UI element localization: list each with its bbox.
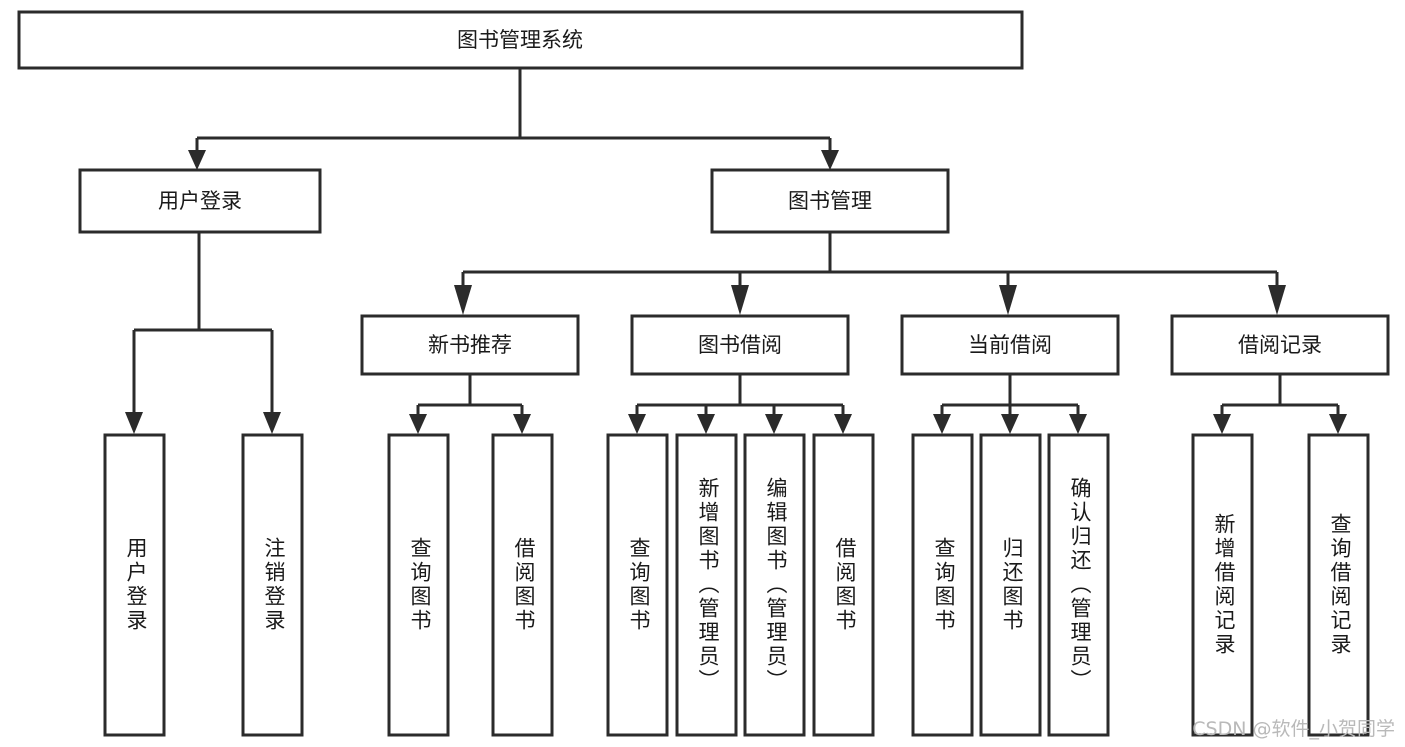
node-new-book-recommend[interactable]: 新书推荐: [360, 314, 580, 376]
node-leaf-query-record-box[interactable]: [1307, 433, 1370, 737]
node-leaf-add-book-label: 新增图书（管理员）: [696, 477, 720, 693]
node-leaf-query-book-1-label: 查询图书: [408, 537, 432, 633]
arrow-head-leaf-query-record: [1329, 414, 1347, 434]
node-leaf-add-record-label: 新增借阅记录: [1212, 513, 1236, 657]
node-leaf-query-book-2[interactable]: 查询图书: [606, 433, 669, 737]
node-book-borrow-label: 图书借阅: [698, 333, 782, 357]
arrow-head-leaf-add-record: [1213, 414, 1231, 434]
node-leaf-query-book-3-label: 查询图书: [932, 537, 956, 633]
node-leaf-borrow-book-1[interactable]: 借阅图书: [491, 433, 554, 737]
node-book-borrow-box[interactable]: [630, 314, 850, 376]
node-leaf-edit-book-box[interactable]: [743, 433, 806, 737]
node-leaf-return-book-label: 归还图书: [1000, 537, 1024, 633]
arrow-head-leaf-edit-book: [765, 414, 783, 434]
node-leaf-borrow-book-2[interactable]: 借阅图书: [812, 433, 875, 737]
connector-layer: [125, 68, 1347, 434]
node-leaf-user-login-label: 用户登录: [124, 537, 148, 633]
node-borrow-record[interactable]: 借阅记录: [1170, 314, 1390, 376]
node-leaf-query-book-3[interactable]: 查询图书: [911, 433, 974, 737]
node-current-borrow-box[interactable]: [900, 314, 1120, 376]
node-leaf-query-record-label: 查询借阅记录: [1328, 513, 1352, 657]
node-leaf-user-login-box[interactable]: [103, 433, 166, 737]
node-leaf-return-book-box[interactable]: [979, 433, 1042, 737]
arrow-head-new-book-recommend: [454, 285, 472, 315]
node-user-login-box[interactable]: [78, 168, 322, 234]
node-current-borrow-label: 当前借阅: [968, 333, 1052, 357]
node-leaf-query-book-2-label: 查询图书: [627, 537, 651, 633]
node-leaf-query-book-1[interactable]: 查询图书: [387, 433, 450, 737]
node-leaf-user-logout-box[interactable]: [241, 433, 304, 737]
arrow-head-leaf-query-book-2: [628, 414, 646, 434]
node-root[interactable]: 图书管理系统: [17, 10, 1024, 70]
arrow-head-leaf-user-login: [125, 412, 143, 434]
node-user-login-label: 用户登录: [158, 189, 242, 213]
arrow-head-leaf-add-book: [697, 414, 715, 434]
node-book-management[interactable]: 图书管理: [710, 168, 950, 234]
node-leaf-query-book-2-box[interactable]: [606, 433, 669, 737]
node-leaf-confirm-return-box[interactable]: [1047, 433, 1110, 737]
node-book-borrow[interactable]: 图书借阅: [630, 314, 850, 376]
arrow-head-book-management: [821, 150, 839, 170]
node-leaf-confirm-return[interactable]: 确认归还（管理员）: [1047, 433, 1110, 737]
node-book-management-label: 图书管理: [788, 189, 872, 213]
node-leaf-borrow-book-1-label: 借阅图书: [512, 537, 536, 633]
node-leaf-query-book-1-box[interactable]: [387, 433, 450, 737]
arrow-head-leaf-confirm-return: [1069, 414, 1087, 434]
arrow-head-borrow-record: [1268, 285, 1286, 315]
node-leaf-query-record[interactable]: 查询借阅记录: [1307, 433, 1370, 737]
arrow-head-leaf-query-book-3: [933, 414, 951, 434]
node-leaf-borrow-book-1-box[interactable]: [491, 433, 554, 737]
arrow-head-current-borrow: [999, 285, 1017, 315]
node-root-box[interactable]: [17, 10, 1024, 70]
node-leaf-return-book[interactable]: 归还图书: [979, 433, 1042, 737]
node-borrow-record-box[interactable]: [1170, 314, 1390, 376]
node-leaf-add-book-box[interactable]: [675, 433, 738, 737]
node-leaf-user-logout[interactable]: 注销登录: [241, 433, 304, 737]
node-leaf-user-login[interactable]: 用户登录: [103, 433, 166, 737]
node-book-management-box[interactable]: [710, 168, 950, 234]
arrow-head-leaf-user-logout: [263, 412, 281, 434]
arrow-head-leaf-query-book-1: [409, 414, 427, 434]
node-new-book-recommend-label: 新书推荐: [428, 333, 512, 357]
node-leaf-query-book-3-box[interactable]: [911, 433, 974, 737]
node-leaf-borrow-book-2-box[interactable]: [812, 433, 875, 737]
arrow-head-user-login: [188, 150, 206, 170]
node-leaf-edit-book-label: 编辑图书（管理员）: [764, 477, 788, 693]
node-leaf-borrow-book-2-label: 借阅图书: [833, 537, 857, 633]
node-leaf-confirm-return-label: 确认归还（管理员）: [1068, 477, 1092, 693]
node-leaf-add-record-box[interactable]: [1191, 433, 1254, 737]
node-user-login[interactable]: 用户登录: [78, 168, 322, 234]
arrow-head-leaf-borrow-book-2: [834, 414, 852, 434]
node-new-book-recommend-box[interactable]: [360, 314, 580, 376]
arrow-head-book-borrow: [731, 285, 749, 315]
node-borrow-record-label: 借阅记录: [1238, 333, 1322, 357]
node-leaf-add-record[interactable]: 新增借阅记录: [1191, 433, 1254, 737]
node-current-borrow[interactable]: 当前借阅: [900, 314, 1120, 376]
arrow-head-leaf-return-book: [1001, 414, 1019, 434]
node-root-label: 图书管理系统: [457, 28, 583, 52]
node-leaf-user-logout-label: 注销登录: [262, 537, 286, 633]
node-leaf-edit-book[interactable]: 编辑图书（管理员）: [743, 433, 806, 737]
node-leaf-add-book[interactable]: 新增图书（管理员）: [675, 433, 738, 737]
arrow-head-leaf-borrow-book-1: [513, 414, 531, 434]
